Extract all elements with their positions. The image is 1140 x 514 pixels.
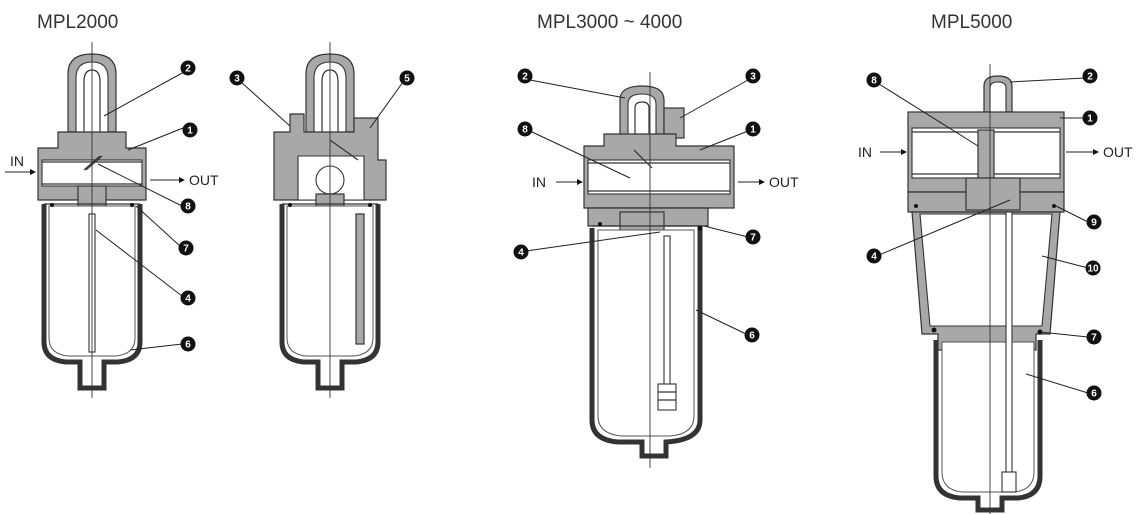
callout-number: 1 bbox=[750, 125, 756, 136]
callout-circle bbox=[1082, 110, 1098, 126]
callout-layer: 2 1 8 7 4 6 3 5 2 3 1 8 4 7 6 8 2 1 9 10 4 7 6 bbox=[95, 60, 1102, 401]
callout-number: 4 bbox=[871, 252, 877, 263]
callout-number: 1 bbox=[187, 126, 193, 137]
callout-marker-2: 2 bbox=[517, 68, 533, 84]
callout-circle bbox=[745, 68, 761, 84]
callout-number: 2 bbox=[185, 64, 191, 75]
inlet-label-mpl5000: IN bbox=[858, 144, 872, 160]
callout-circle bbox=[178, 240, 194, 256]
callout-marker-4: 4 bbox=[866, 248, 882, 264]
model-title-mpl2000: MPL2000 bbox=[37, 12, 118, 33]
callout-number: 6 bbox=[1091, 389, 1097, 400]
callout-marker-9: 9 bbox=[1086, 214, 1102, 230]
callout-marker-4: 4 bbox=[513, 244, 529, 260]
callout-circle bbox=[513, 244, 529, 260]
callout-number: 7 bbox=[1091, 333, 1097, 344]
callout-marker-1: 1 bbox=[182, 122, 198, 138]
callout-number: 7 bbox=[183, 244, 189, 255]
callout-circle bbox=[1086, 385, 1102, 401]
model-title-mpl3000-4000: MPL3000 ~ 4000 bbox=[537, 12, 682, 33]
callout-circle bbox=[180, 290, 196, 306]
mpl2000-side-section bbox=[273, 42, 387, 398]
callout-marker-6: 6 bbox=[180, 336, 196, 352]
callout-number: 3 bbox=[234, 74, 240, 85]
outlet-label-mpl3000-4000: OUT bbox=[769, 174, 799, 190]
callout-number: 2 bbox=[522, 72, 528, 83]
callout-circle bbox=[866, 72, 882, 88]
callout-number: 6 bbox=[185, 340, 191, 351]
callout-marker-2: 2 bbox=[1082, 68, 1098, 84]
callout-number: 9 bbox=[1091, 218, 1097, 229]
callout-circle bbox=[180, 60, 196, 76]
callout-circle bbox=[745, 121, 761, 137]
callout-circle bbox=[1082, 68, 1098, 84]
callout-marker-6: 6 bbox=[1086, 385, 1102, 401]
callout-number: 7 bbox=[750, 233, 756, 244]
callout-number: 8 bbox=[522, 125, 528, 136]
callout-marker-6: 6 bbox=[744, 327, 760, 343]
callout-marker-8: 8 bbox=[866, 72, 882, 88]
callout-marker-10: 10 bbox=[1085, 260, 1101, 276]
callout-number: 1 bbox=[1087, 114, 1093, 125]
callout-circle bbox=[180, 336, 196, 352]
mpl3000-4000-section: IN OUT bbox=[532, 72, 799, 468]
callout-number: 4 bbox=[518, 248, 524, 259]
callout-circle bbox=[745, 229, 761, 245]
callout-marker-8: 8 bbox=[517, 121, 533, 137]
callout-number: 8 bbox=[871, 76, 877, 87]
callout-marker-4: 4 bbox=[180, 290, 196, 306]
callout-marker-5: 5 bbox=[399, 70, 415, 86]
outlet-label-mpl2000: OUT bbox=[189, 172, 219, 188]
callout-circle bbox=[399, 70, 415, 86]
callout-marker-7: 7 bbox=[178, 240, 194, 256]
callout-circle bbox=[180, 198, 196, 214]
callout-circle bbox=[1085, 260, 1101, 276]
inlet-label-mpl3000-4000: IN bbox=[532, 174, 546, 190]
callout-number: 8 bbox=[185, 202, 191, 213]
callout-circle bbox=[517, 121, 533, 137]
mpl5000-section: IN OUT bbox=[858, 64, 1133, 514]
inlet-label-mpl2000: IN bbox=[10, 153, 24, 169]
callout-circle bbox=[229, 70, 245, 86]
callout-number: 4 bbox=[185, 294, 191, 305]
callout-number: 6 bbox=[749, 331, 755, 342]
callout-circle bbox=[517, 68, 533, 84]
callout-number: 5 bbox=[404, 74, 410, 85]
callout-number: 2 bbox=[1087, 72, 1093, 83]
outlet-label-mpl5000: OUT bbox=[1103, 144, 1133, 160]
model-title-mpl5000: MPL5000 bbox=[931, 12, 1012, 33]
callout-marker-2: 2 bbox=[180, 60, 196, 76]
callout-marker-3: 3 bbox=[745, 68, 761, 84]
callout-marker-1: 1 bbox=[745, 121, 761, 137]
callout-marker-7: 7 bbox=[1086, 329, 1102, 345]
callout-circle bbox=[1086, 214, 1102, 230]
callout-marker-7: 7 bbox=[745, 229, 761, 245]
callout-marker-1: 1 bbox=[1082, 110, 1098, 126]
callout-marker-8: 8 bbox=[180, 198, 196, 214]
callout-circle bbox=[1086, 329, 1102, 345]
callout-circle bbox=[866, 248, 882, 264]
callout-circle bbox=[744, 327, 760, 343]
callout-marker-3: 3 bbox=[229, 70, 245, 86]
callout-circle bbox=[182, 122, 198, 138]
callout-number: 3 bbox=[750, 72, 756, 83]
callout-number: 10 bbox=[1087, 264, 1099, 275]
